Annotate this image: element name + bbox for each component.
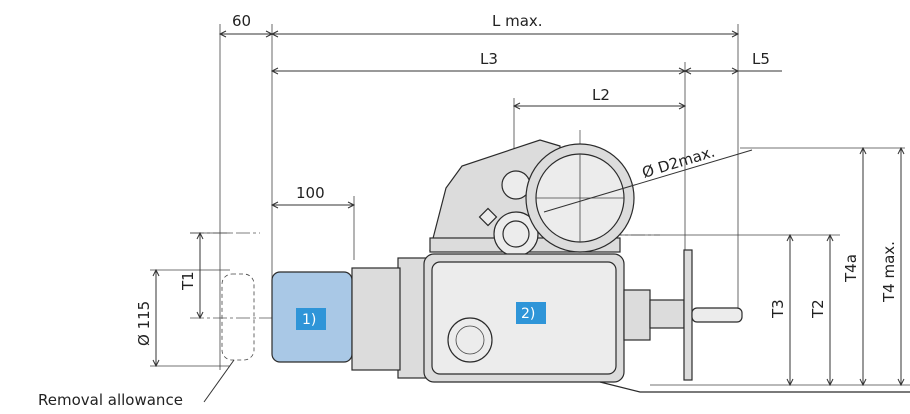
dim-60: 60 — [232, 12, 251, 30]
callout-1-box — [296, 308, 326, 330]
removal-allowance-note: Removal allowance — [38, 391, 183, 409]
removal-leader — [203, 359, 235, 403]
d2max-leader — [543, 149, 753, 213]
dim-t1: T1 — [179, 271, 197, 291]
dim-l2: L2 — [592, 86, 610, 104]
dim-d115: Ø 115 — [135, 301, 153, 346]
dim-t4a: T4a — [842, 254, 860, 283]
dim-d2max: Ø D2max. — [640, 143, 717, 182]
callout-2-box — [516, 302, 546, 324]
actuator-body — [221, 139, 910, 393]
dim-l3: L3 — [480, 50, 498, 68]
dim-l-max: L max. — [492, 12, 543, 30]
dim-100: 100 — [296, 184, 325, 202]
left-dimensions — [150, 231, 230, 368]
dim-l5: L5 — [752, 50, 770, 68]
dim-t3: T3 — [769, 299, 787, 319]
dim-t2: T2 — [809, 299, 827, 319]
callout-2-label: 2) — [521, 306, 535, 322]
vertical-dimensions — [620, 146, 910, 387]
callout-1-label: 1) — [302, 312, 316, 328]
dim-t4max: T4 max. — [880, 241, 898, 303]
